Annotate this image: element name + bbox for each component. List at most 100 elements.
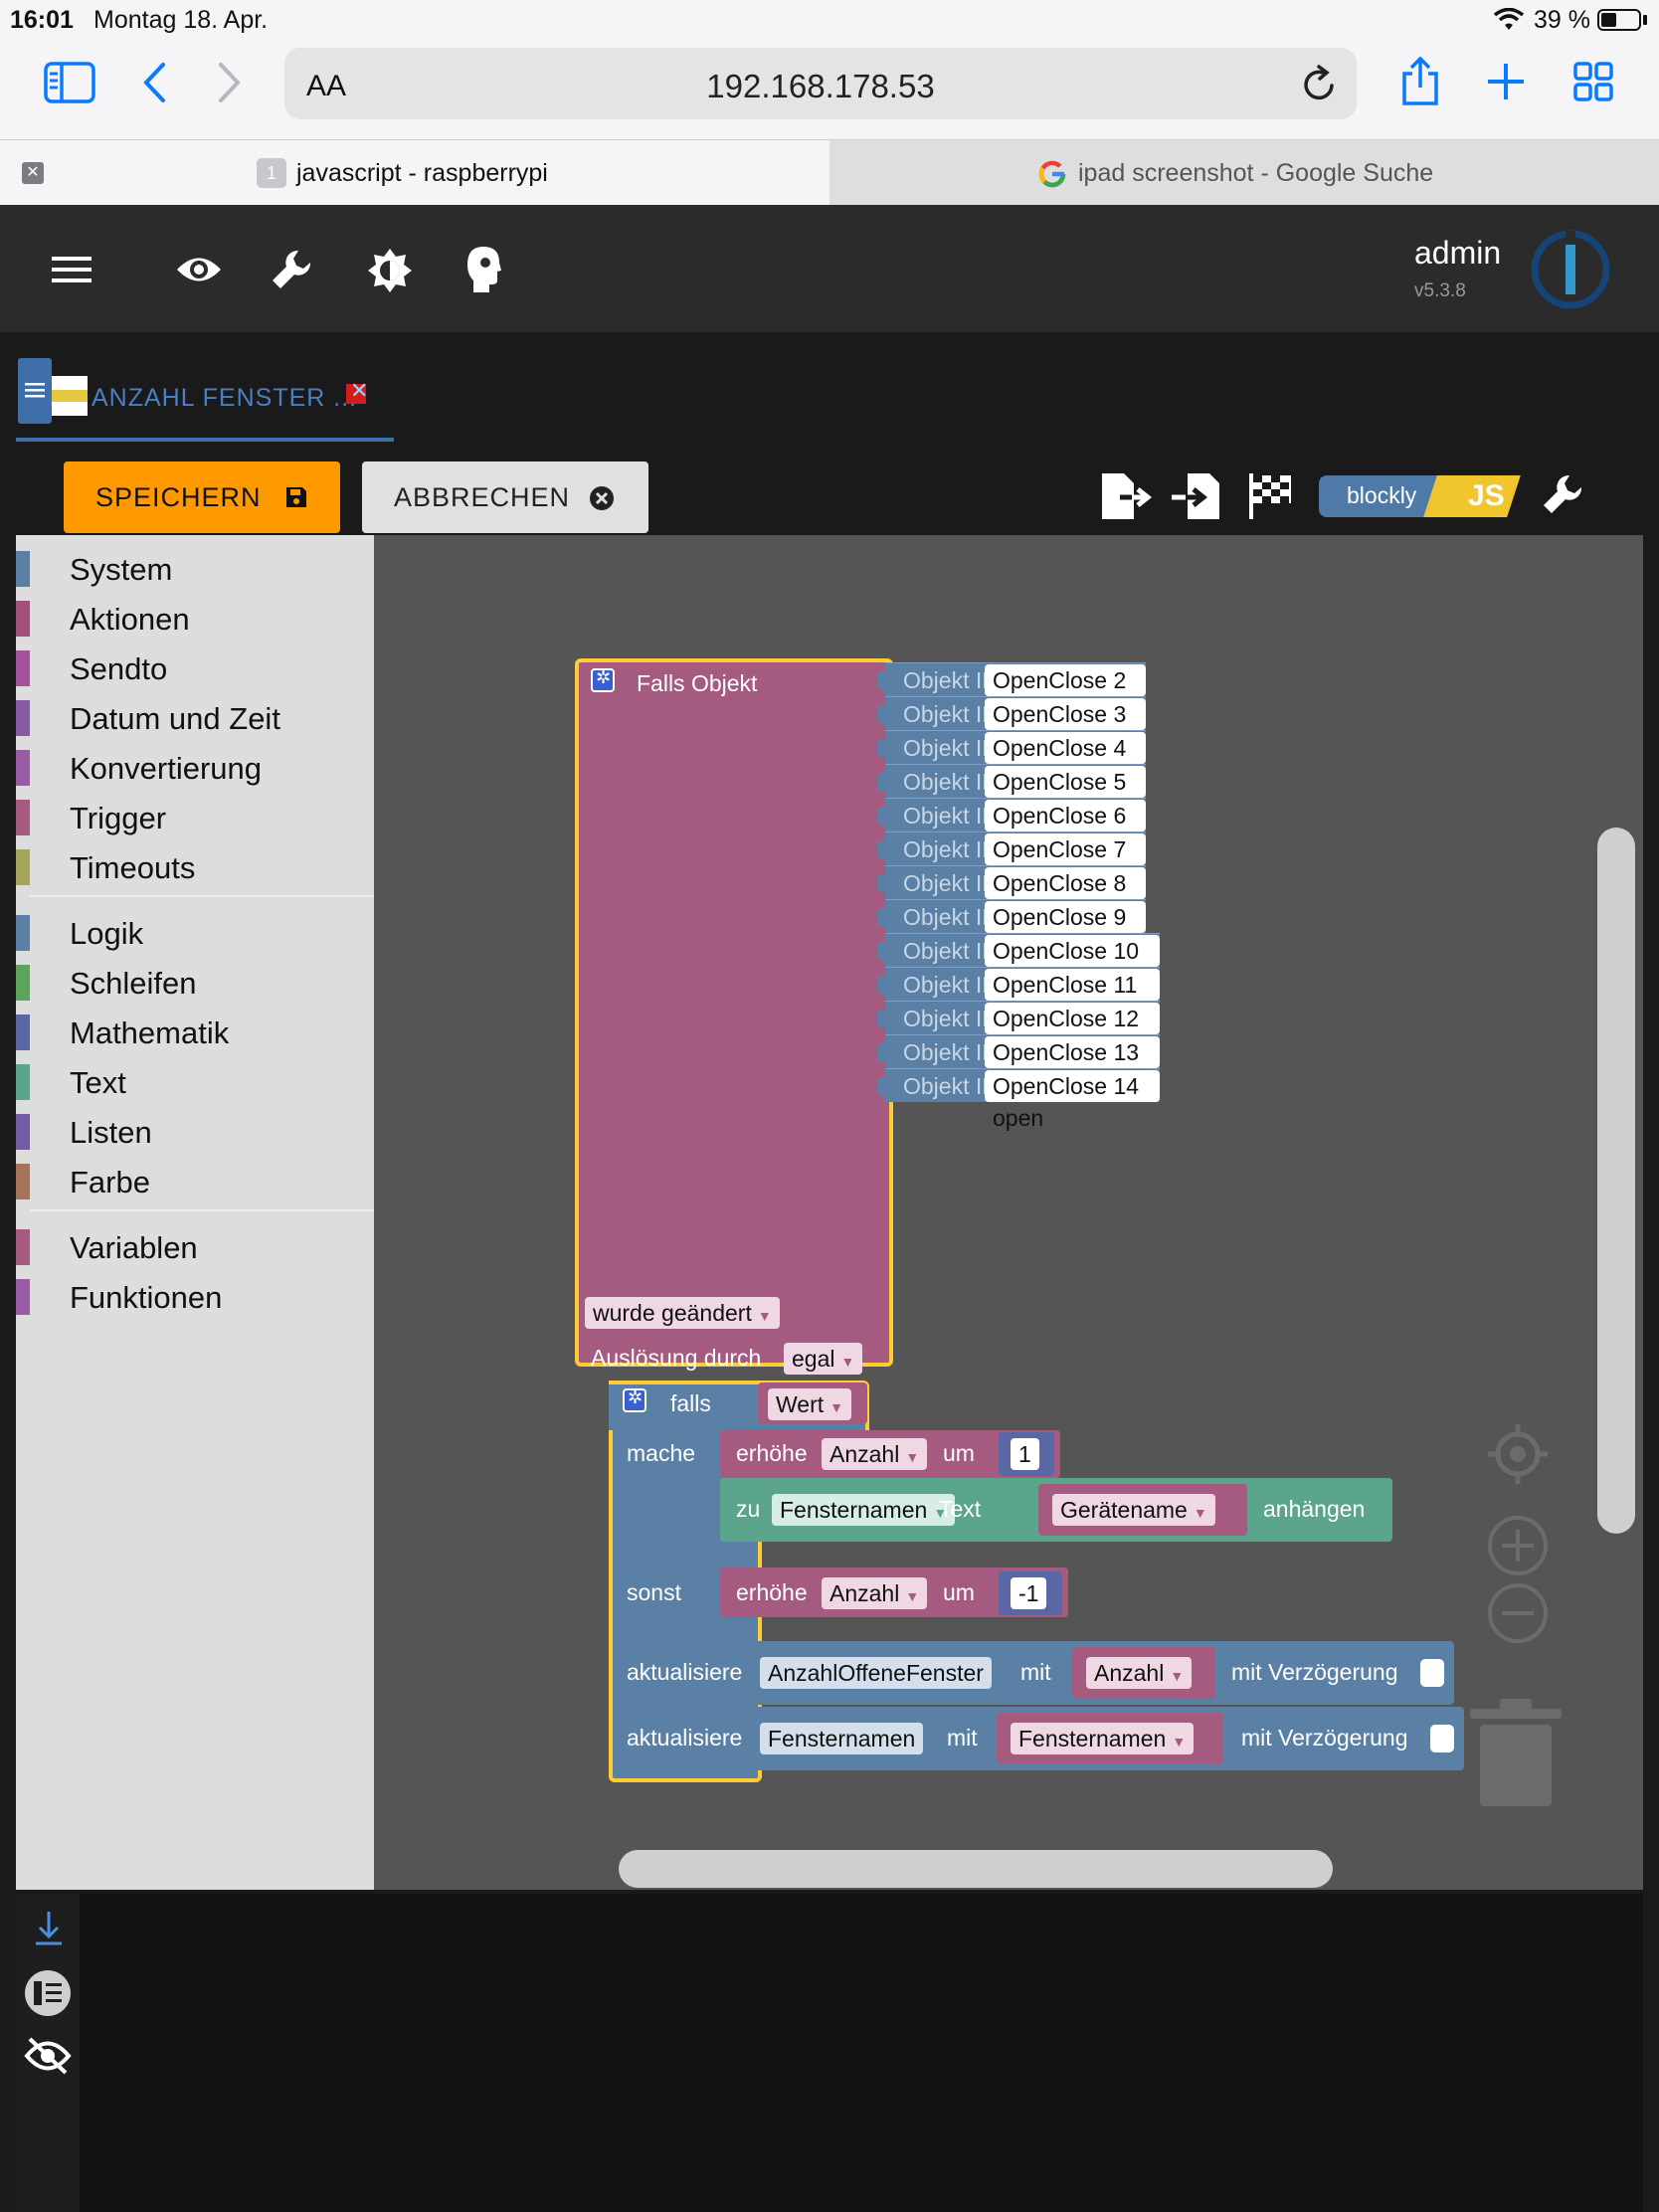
- object-id-field[interactable]: OpenClose 8 open: [985, 867, 1146, 928]
- object-id-field[interactable]: OpenClose 12 open: [985, 1003, 1160, 1063]
- blockly-js-toggle[interactable]: blockly JS: [1319, 475, 1521, 517]
- back-icon[interactable]: [141, 62, 167, 103]
- close-script-tab-icon[interactable]: ✕: [346, 378, 368, 404]
- anzahl-dropdown[interactable]: Anzahl▼: [1086, 1657, 1193, 1689]
- trash-icon[interactable]: [1466, 1695, 1566, 1814]
- script-tab-title[interactable]: ANZAHL FENSTER ...: [92, 384, 358, 412]
- fensternamen-dropdown[interactable]: Fensternamen▼: [772, 1494, 956, 1526]
- log-view-icon[interactable]: [24, 1969, 72, 2017]
- category-schleifen[interactable]: Schleifen: [16, 963, 374, 1003]
- fensternamen-dropdown[interactable]: Fensternamen▼: [1011, 1723, 1195, 1754]
- gear-icon[interactable]: ✲: [591, 667, 615, 692]
- url-text[interactable]: 192.168.178.53: [706, 68, 935, 104]
- ausloesung-dropdown[interactable]: egal▼: [784, 1343, 863, 1375]
- gear-icon[interactable]: ✲: [623, 1387, 646, 1412]
- object-field[interactable]: Fensternamen: [760, 1723, 924, 1754]
- js-label: JS: [1468, 479, 1505, 512]
- address-bar[interactable]: AA 192.168.178.53: [284, 48, 1357, 119]
- object-id-field[interactable]: OpenClose 6 open: [985, 800, 1146, 860]
- object-id-field[interactable]: OpenClose 13 open: [985, 1036, 1160, 1097]
- zoom-in-icon[interactable]: [1486, 1514, 1550, 1577]
- category-sendto[interactable]: Sendto: [16, 648, 374, 688]
- number-field[interactable]: -1: [1011, 1577, 1047, 1609]
- object-id-field[interactable]: OpenClose 10 open: [985, 935, 1160, 996]
- close-tab-icon[interactable]: ✕: [22, 162, 44, 184]
- category-logik[interactable]: Logik: [16, 913, 374, 953]
- object-id-field[interactable]: OpenClose 14 open: [985, 1070, 1160, 1131]
- menu-icon[interactable]: [52, 255, 92, 284]
- anzahl-dropdown[interactable]: Anzahl▼: [822, 1577, 928, 1609]
- object-id-field[interactable]: OpenClose 5 open: [985, 766, 1146, 827]
- anzahl-dropdown[interactable]: Anzahl▼: [822, 1438, 928, 1470]
- import-icon[interactable]: [1170, 471, 1223, 521]
- category-konvertierung[interactable]: Konvertierung: [16, 748, 374, 788]
- zoom-out-icon[interactable]: [1486, 1581, 1550, 1645]
- category-funktionen[interactable]: Funktionen: [16, 1277, 374, 1317]
- category-listen[interactable]: Listen: [16, 1112, 374, 1152]
- category-farbe[interactable]: Farbe: [16, 1162, 374, 1201]
- category-datum-und-zeit[interactable]: Datum und Zeit: [16, 698, 374, 738]
- object-id-field[interactable]: OpenClose 11 open: [985, 969, 1160, 1029]
- delay-checkbox[interactable]: [1420, 1659, 1444, 1687]
- cancel-button[interactable]: ABBRECHEN: [362, 461, 648, 533]
- tab-google-search[interactable]: ipad screenshot - Google Suche: [830, 140, 1659, 206]
- category-trigger[interactable]: Trigger: [16, 798, 374, 837]
- category-text[interactable]: Text: [16, 1062, 374, 1102]
- forward-icon[interactable]: [217, 62, 243, 103]
- share-icon[interactable]: [1398, 56, 1442, 107]
- horizontal-scrollbar[interactable]: [619, 1850, 1333, 1888]
- recenter-icon[interactable]: [1486, 1422, 1550, 1486]
- object-id-field[interactable]: OpenClose 4 open: [985, 732, 1146, 793]
- sidebar-toggle-icon[interactable]: [44, 62, 95, 103]
- wert-dropdown[interactable]: Wert▼: [768, 1388, 851, 1420]
- category-aktionen[interactable]: Aktionen: [16, 599, 374, 639]
- hide-eye-icon[interactable]: [24, 2035, 72, 2077]
- object-id-field[interactable]: OpenClose 9 open: [985, 901, 1146, 962]
- trigger-block[interactable]: [575, 658, 893, 1367]
- wrench-icon[interactable]: [269, 247, 316, 294]
- category-timeouts[interactable]: Timeouts: [16, 847, 374, 887]
- tab-overview-icon[interactable]: [1573, 62, 1613, 101]
- category-mathematik[interactable]: Mathematik: [16, 1013, 374, 1052]
- object-id-field[interactable]: OpenClose 2 open: [985, 664, 1146, 725]
- object-field[interactable]: AnzahlOffeneFenster: [760, 1657, 992, 1689]
- object-id-field[interactable]: OpenClose 7 open: [985, 833, 1146, 894]
- iobroker-logo[interactable]: [1530, 229, 1611, 310]
- save-button[interactable]: SPEICHERN: [64, 461, 340, 533]
- vertical-scrollbar[interactable]: [1597, 828, 1635, 1534]
- download-log-icon[interactable]: [34, 1910, 64, 1947]
- geraetename-dropdown[interactable]: Gerätename▼: [1052, 1494, 1215, 1526]
- brightness-icon[interactable]: [366, 247, 414, 294]
- object-id-field[interactable]: OpenClose 3 open: [985, 698, 1146, 759]
- checkered-flag-icon[interactable]: [1245, 471, 1295, 521]
- script-list-toggle[interactable]: [18, 358, 52, 424]
- number-field[interactable]: 1: [1011, 1438, 1039, 1470]
- tab-javascript[interactable]: ✕ 1 javascript - raspberrypi: [0, 140, 830, 206]
- update-block[interactable]: [613, 1641, 1454, 1705]
- category-system[interactable]: System: [16, 549, 374, 589]
- reload-icon[interactable]: [1299, 62, 1339, 105]
- new-tab-icon[interactable]: [1486, 62, 1526, 101]
- category-variablen[interactable]: Variablen: [16, 1227, 374, 1267]
- changed-dropdown[interactable]: wurde geändert▼: [585, 1297, 780, 1329]
- export-icon[interactable]: [1098, 471, 1152, 521]
- expert-mode-icon[interactable]: [463, 245, 503, 294]
- reader-options[interactable]: AA: [306, 70, 347, 102]
- settings-wrench-icon[interactable]: [1540, 471, 1587, 519]
- delay-checkbox[interactable]: [1430, 1725, 1454, 1752]
- eye-icon[interactable]: [175, 253, 223, 286]
